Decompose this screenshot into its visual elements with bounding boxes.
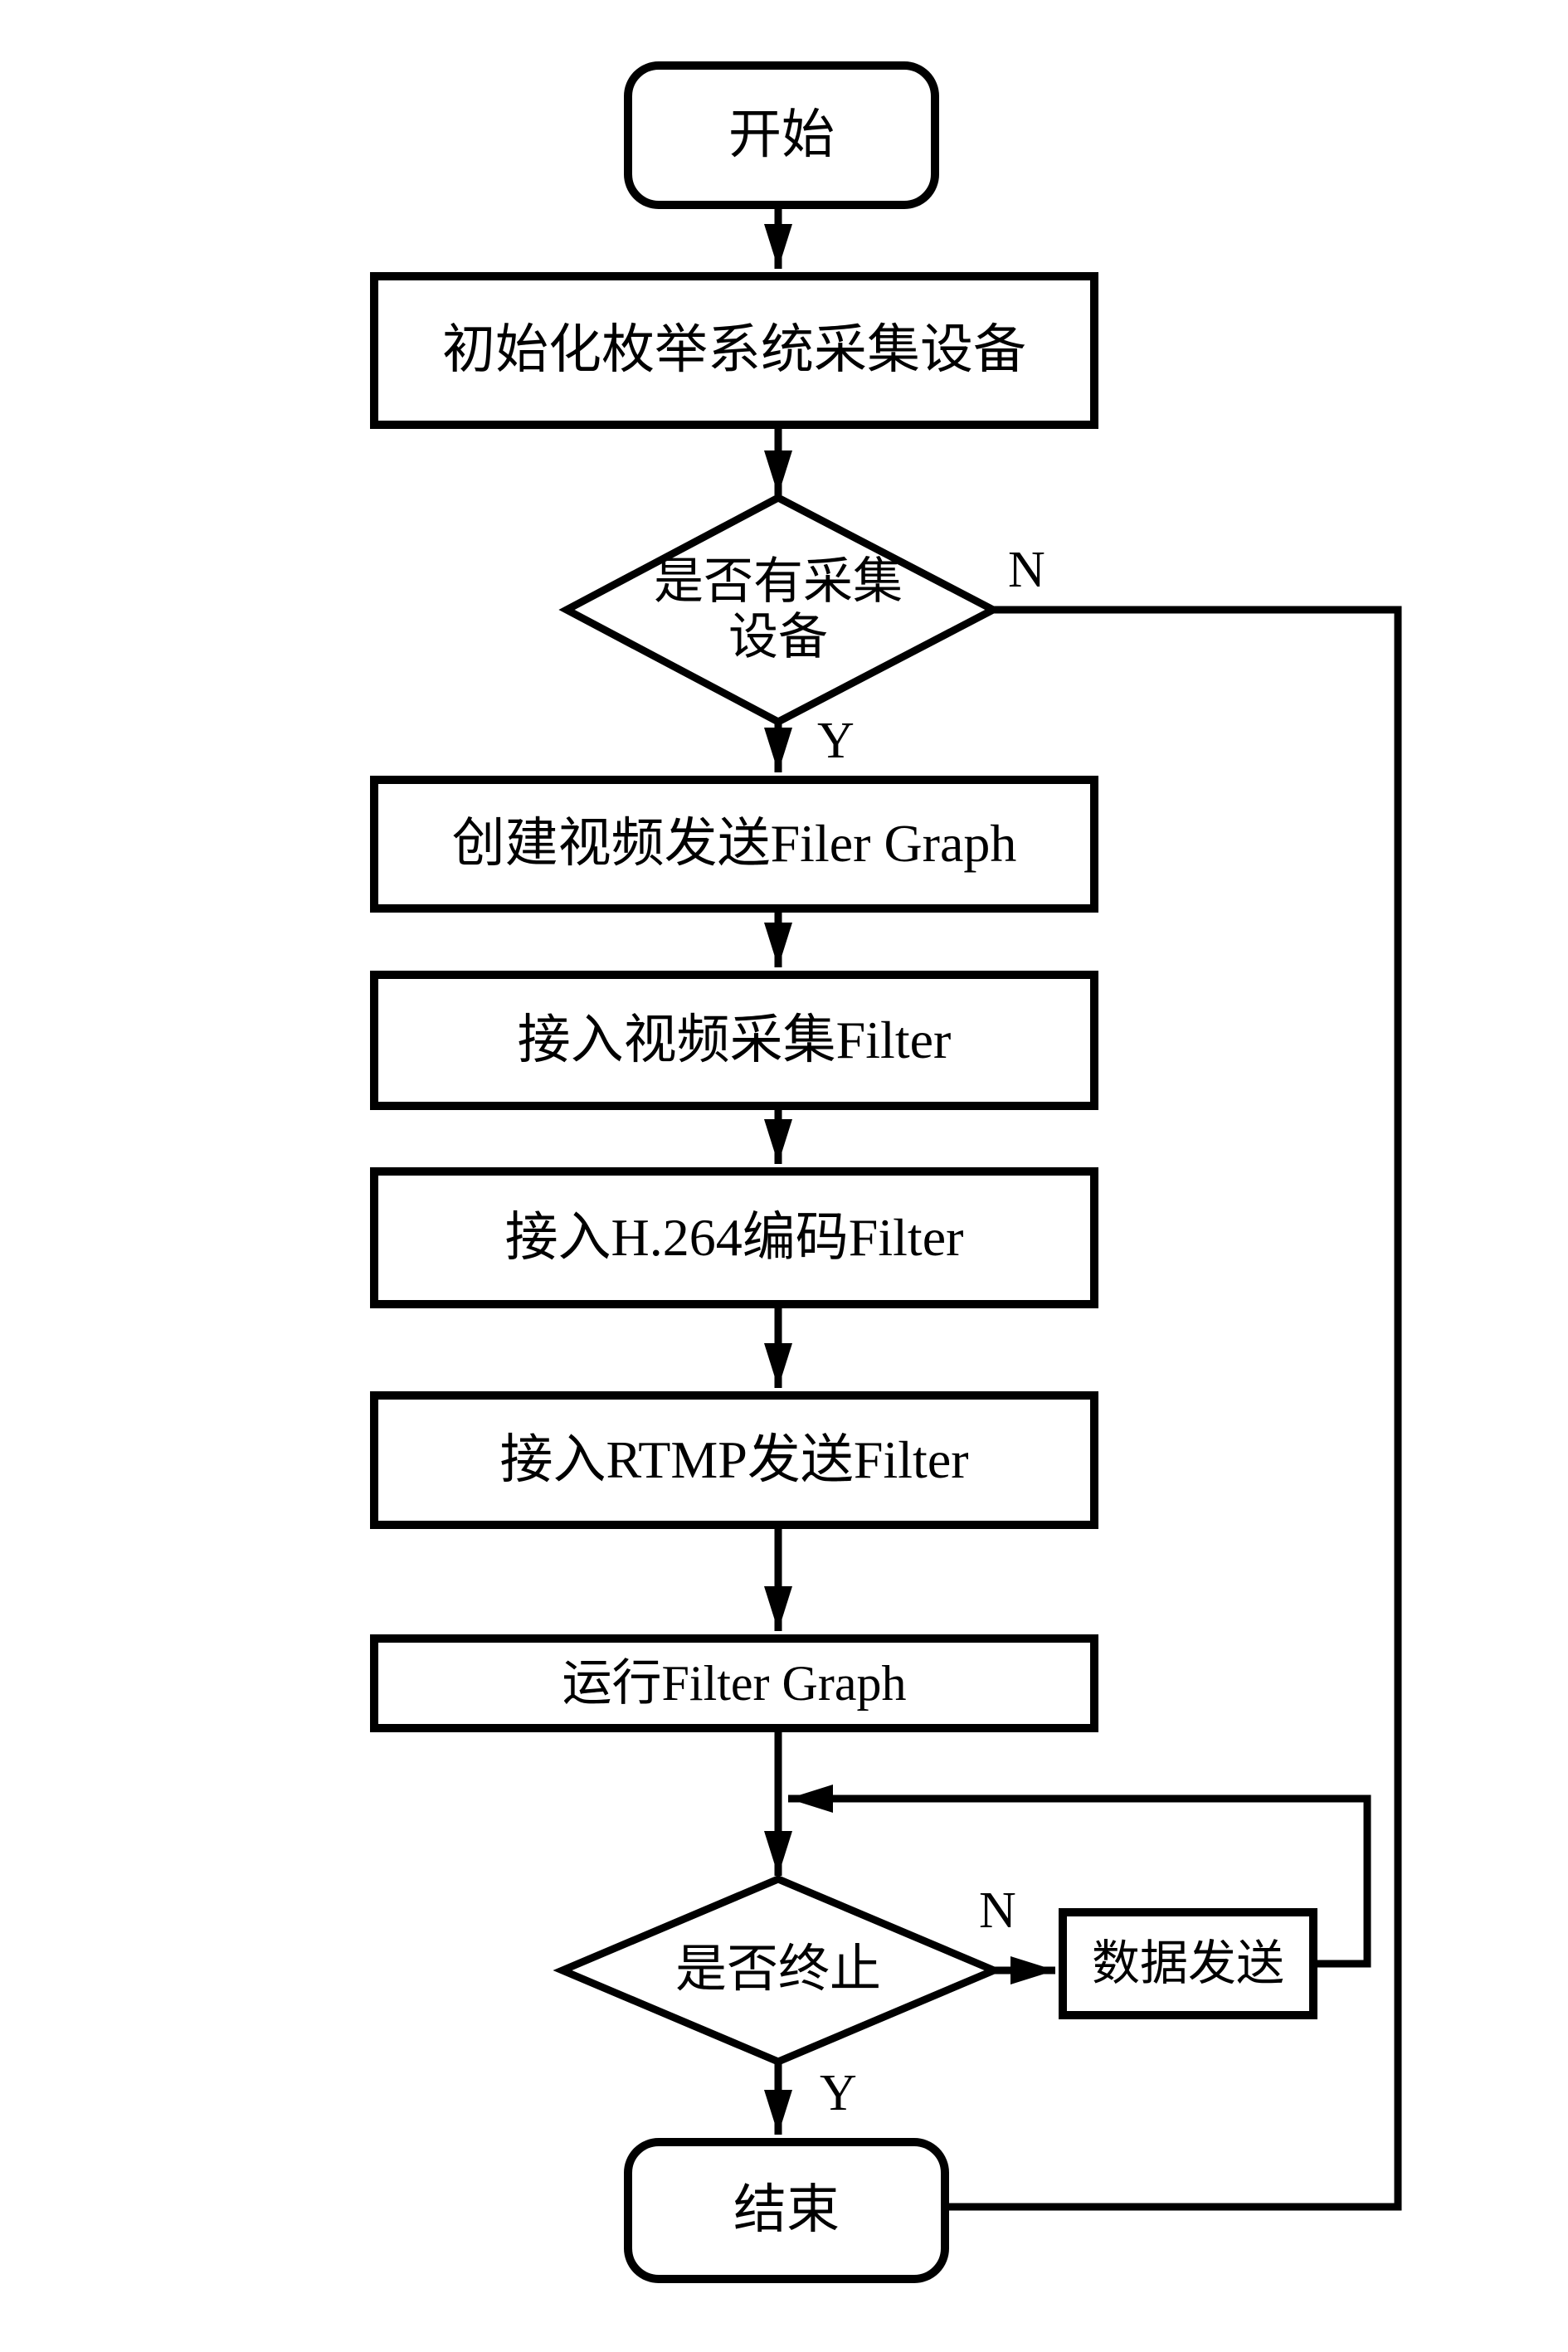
node-end-label: 结束 bbox=[733, 2180, 840, 2240]
node-start-label: 开始 bbox=[728, 105, 835, 164]
branch-label-terminate-yes: Y bbox=[820, 2065, 857, 2121]
node-attach-capture-filter: 接入视频采集Filter bbox=[370, 971, 1098, 1110]
node-rtmp-label: 接入RTMP发送Filter bbox=[499, 1429, 969, 1489]
node-end: 结束 bbox=[624, 2138, 949, 2283]
branch-label-hasdevice-yes: Y bbox=[817, 713, 855, 769]
node-capture-label: 接入视频采集Filter bbox=[517, 1010, 952, 1069]
node-start: 开始 bbox=[624, 61, 939, 209]
edge-hasdevice-end-no bbox=[947, 606, 1402, 2211]
node-create-filter-graph: 创建视频发送Filer Graph bbox=[370, 776, 1098, 913]
branch-label-terminate-no: N bbox=[979, 1882, 1016, 1939]
node-encode-label: 接入H.264编码Filter bbox=[504, 1207, 964, 1267]
decision-has-capture-device bbox=[558, 493, 1001, 727]
decision-terminate bbox=[553, 1875, 1004, 2066]
node-attach-rtmp-filter: 接入RTMP发送Filter bbox=[370, 1391, 1098, 1529]
node-datasend-label: 数据发送 bbox=[1091, 1936, 1284, 1991]
node-init-label: 初始化枚举系统采集设备 bbox=[442, 320, 1026, 380]
node-attach-h264-filter: 接入H.264编码Filter bbox=[370, 1167, 1098, 1308]
branch-label-hasdevice-no: N bbox=[1008, 542, 1045, 598]
edge-datasend-loopback bbox=[788, 1785, 1371, 1968]
node-data-send: 数据发送 bbox=[1059, 1908, 1317, 2019]
node-init-enum-devices: 初始化枚举系统采集设备 bbox=[370, 272, 1098, 429]
node-run-filter-graph: 运行Filter Graph bbox=[370, 1634, 1098, 1732]
node-run-label: 运行Filter Graph bbox=[562, 1656, 907, 1711]
node-create-label: 创建视频发送Filer Graph bbox=[451, 814, 1017, 874]
